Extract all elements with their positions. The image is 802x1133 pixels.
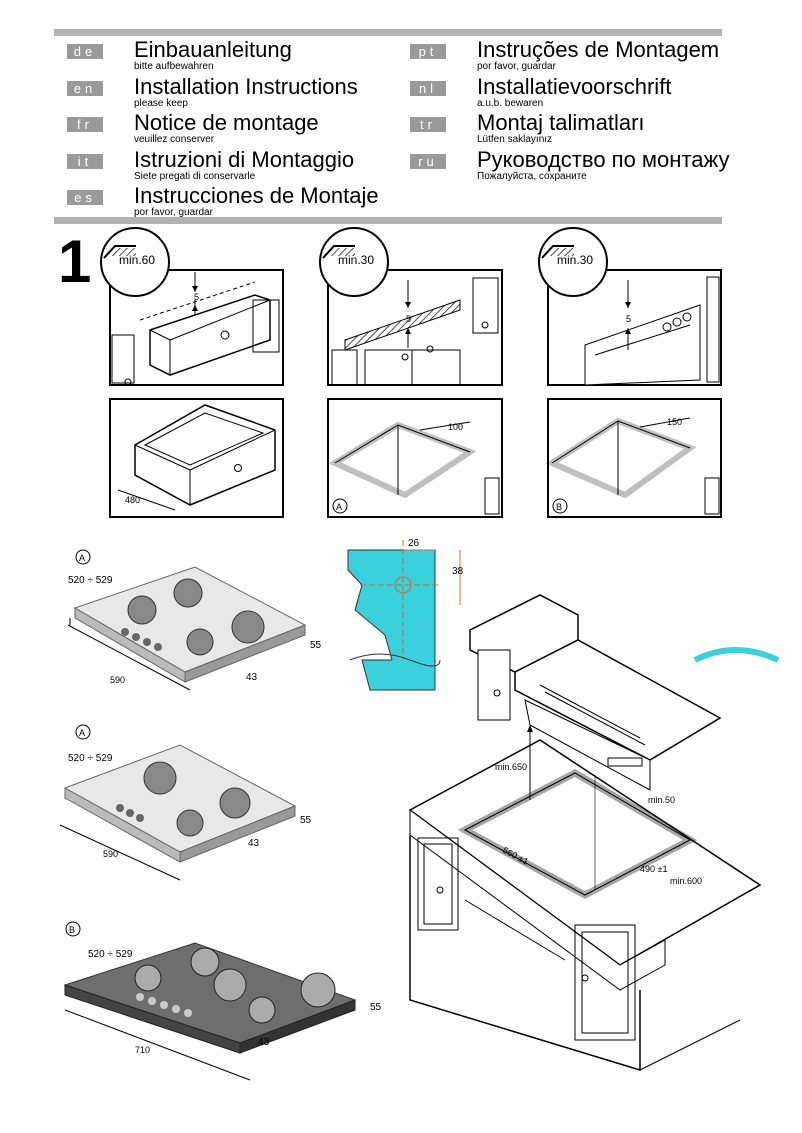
language-title: Notice de montage: [134, 110, 319, 135]
p3-variant: B: [556, 502, 562, 512]
hob3-h1: 55: [370, 1002, 382, 1013]
language-subtitle: veuillez conserver: [134, 134, 215, 145]
min-depth: min.600: [670, 876, 702, 886]
hob2-width: 520 ÷ 529: [68, 753, 113, 764]
panel-cutout-b: 150 B: [545, 398, 722, 518]
language-code-badge: es: [67, 190, 103, 205]
hob3-width: 520 ÷ 529: [88, 949, 133, 960]
profile-dim-y: 38: [452, 566, 464, 577]
p1-clearance: min.60: [119, 253, 155, 267]
min-back: min.50: [648, 795, 675, 805]
language-subtitle: por favor, guardar: [477, 61, 556, 72]
p3-gap-label: 5: [626, 314, 631, 324]
language-subtitle: Siete pregati di conservarle: [134, 170, 256, 182]
p3-clearance: min.30: [557, 253, 593, 267]
language-subtitle: bitte aufbewahren: [134, 61, 214, 72]
p1-depth: 480: [125, 495, 140, 505]
language-code-badge: fr: [67, 117, 103, 132]
min-height: min.650: [495, 762, 527, 772]
language-code-badge: en: [67, 80, 103, 96]
language-subtitle: a.u.b. bewaren: [477, 97, 544, 109]
bottom-rule: [54, 217, 722, 224]
hob2-variant: A: [79, 728, 85, 738]
p2-variant: A: [336, 502, 342, 512]
hob1-h2: 43: [246, 672, 258, 683]
language-title: Руководство по монтажу: [477, 146, 730, 172]
language-subtitle: Lütfen saklayınız: [477, 134, 553, 145]
hob2-length: 590: [103, 849, 118, 859]
profile-dim-x: 26: [408, 538, 420, 549]
panel-drawer-bottom: 480: [109, 398, 284, 518]
hob-b: B 520 ÷ 529 710 55 43: [63, 921, 382, 1081]
hob1-variant: A: [79, 553, 85, 563]
hob3-variant: B: [69, 925, 75, 935]
language-title: Installation Instructions: [134, 73, 358, 99]
panel-drawer-top: 5 min.60: [100, 227, 284, 386]
language-title: Einbauanleitung: [134, 37, 292, 62]
hob1-width: 520 ÷ 529: [68, 575, 113, 586]
language-code-badge: tr: [410, 117, 446, 132]
hob-a-1: A 520 ÷ 529 590 55 43: [67, 549, 322, 691]
cut-depth: 490 ±1: [640, 864, 667, 874]
panel-cutout-a: 100 A: [327, 398, 503, 518]
p1-gap-label: 5: [194, 292, 199, 302]
language-subtitle: por favor, guardar: [134, 207, 213, 218]
hob1-h1: 55: [310, 640, 322, 651]
language-title: Instruções de Montagem: [477, 37, 720, 62]
hob2-h2: 43: [248, 838, 260, 849]
hob-a-2: A 520 ÷ 529 590 55 43: [59, 724, 312, 881]
worktop-profile: 26 38: [347, 538, 780, 691]
p2-gap-label: 5: [406, 314, 411, 324]
language-code-badge: ru: [410, 153, 446, 169]
panel-cabinet-top: 5 min.30: [319, 227, 503, 386]
language-subtitle: please keep: [134, 97, 188, 109]
step-number: 1: [58, 228, 92, 295]
language-code-badge: de: [67, 44, 103, 59]
language-subtitle: Пожалуйста, сохраните: [477, 170, 587, 182]
hob3-length: 710: [135, 1045, 150, 1055]
p2-corner: 100: [448, 422, 463, 432]
language-title: Montaj talimatları: [477, 110, 645, 135]
panel-oven-top: 5 min.30: [538, 227, 722, 386]
language-title: Instrucciones de Montaje: [134, 183, 379, 208]
language-code-badge: pt: [410, 44, 446, 59]
language-title: Istruzioni di Montaggio: [134, 146, 355, 172]
language-code-badge: it: [67, 153, 103, 169]
hob2-h1: 55: [300, 815, 312, 826]
kitchen-installation: min.650 min.50 560 ±1 490 ±1 min.600: [408, 594, 762, 1072]
p2-clearance: min.30: [338, 253, 374, 267]
language-code-badge: nl: [410, 80, 446, 96]
hob1-length: 590: [110, 675, 125, 685]
hob3-h2: 43: [258, 1037, 270, 1048]
p3-corner: 150: [667, 417, 682, 427]
top-rule: [54, 29, 722, 36]
language-title: Installatievoorschrift: [477, 73, 672, 99]
